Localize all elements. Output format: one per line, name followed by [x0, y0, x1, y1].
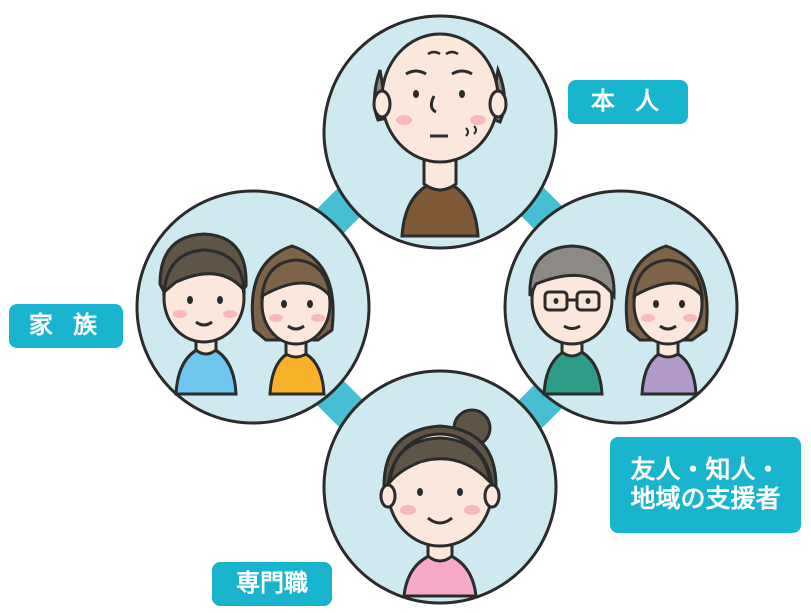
- label-friends-line2: 地域の支援者: [630, 484, 781, 513]
- circle-family: [135, 189, 371, 425]
- family-woman-icon: [250, 244, 335, 396]
- connecting-ring: [241, 107, 641, 507]
- professional-woman-icon: [379, 408, 501, 598]
- label-professional: 専門職: [212, 562, 332, 606]
- family-man-icon: [158, 232, 248, 396]
- label-self: 本 人: [568, 80, 688, 124]
- label-self-text: 本 人: [590, 87, 666, 116]
- label-professional-text: 専門職: [236, 569, 308, 598]
- circle-friends: [503, 189, 739, 425]
- friend-woman-icon: [624, 244, 709, 396]
- circle-self: [322, 14, 558, 250]
- label-family-text: 家 族: [28, 311, 104, 340]
- circle-professional: [322, 369, 558, 605]
- label-friends: 友人・知人・ 地域の支援者: [610, 437, 801, 533]
- label-family: 家 族: [9, 304, 123, 348]
- friend-man-with-glasses-icon: [528, 244, 616, 396]
- elderly-man-icon: [372, 32, 508, 238]
- label-friends-line1: 友人・知人・: [630, 455, 781, 485]
